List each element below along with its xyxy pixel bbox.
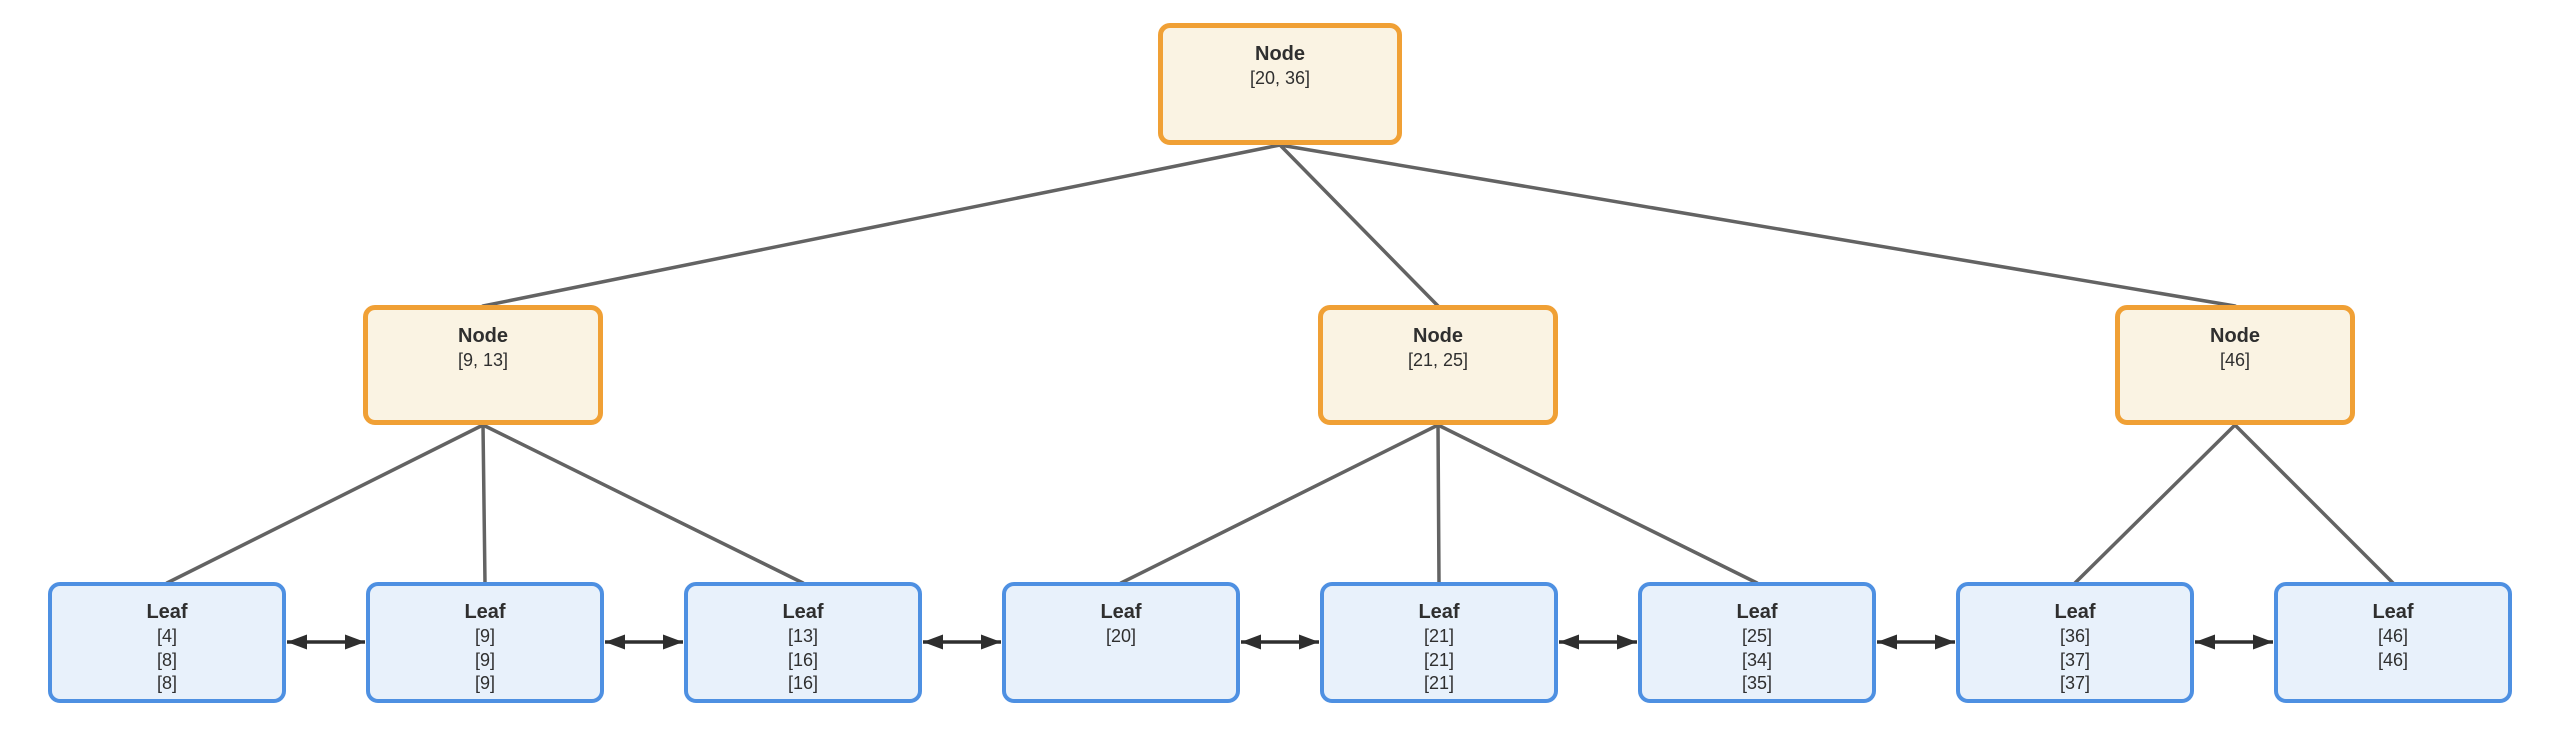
edge-root-internal3 [1278,143,2237,308]
leaf-value: [25] [1741,626,1773,646]
node-title: Node [2210,325,2260,347]
leaf-node: Leaf [36] [37] [37] [1956,582,2194,703]
leaf-title: Leaf [1418,601,1460,623]
node-keys: [46] [2219,350,2251,370]
leaf-node: Leaf [46] [46] [2274,582,2512,703]
edge-internal1-leaf2 [481,423,487,585]
internal-node: Node [9, 13] [363,305,603,425]
leaf-title: Leaf [2372,601,2414,623]
leaf-title: Leaf [146,601,188,623]
leaf-value: [16] [787,673,819,693]
leaf-value: [37] [2059,673,2091,693]
edge-internal1-leaf1 [165,423,485,585]
leaf-title: Leaf [1736,601,1778,623]
leaf-value: [13] [787,626,819,646]
leaf-value: [8] [156,649,177,670]
edge-internal3-leaf8 [2233,423,2395,585]
leaf-node: Leaf [21] [21] [21] [1320,582,1558,703]
leaf-value: [21] [1423,649,1455,670]
internal-node: Node [21, 25] [1318,305,1558,425]
edge-internal2-leaf5 [1436,423,1441,585]
leaf-value: [34] [1741,649,1773,670]
leaf-value: [4] [156,626,177,646]
edge-internal3-leaf7 [2073,423,2237,585]
leaf-value: [9] [474,649,495,670]
leaf-node: Leaf [13] [16] [16] [684,582,922,703]
edge-internal1-leaf3 [481,423,805,585]
leaf-node: Leaf [9] [9] [9] [366,582,604,703]
leaf-value: [36] [2059,626,2091,646]
root-node: Node [20, 36] [1158,23,1402,145]
node-keys: [20, 36] [1249,68,1311,88]
leaf-value: [16] [787,649,819,670]
leaf-title: Leaf [464,601,506,623]
leaf-node: Leaf [20] [1002,582,1240,703]
leaf-value: [9] [474,626,495,646]
edge-root-internal2 [1278,143,1440,308]
node-keys: [21, 25] [1407,350,1469,370]
leaf-value: [46] [2377,626,2409,646]
internal-node: Node [46] [2115,305,2355,425]
node-title: Node [1255,43,1305,65]
leaf-title: Leaf [1100,601,1142,623]
node-title: Node [458,325,508,347]
leaf-value: [21] [1423,673,1455,693]
edge-internal2-leaf4 [1119,423,1440,585]
node-keys: [9, 13] [457,350,509,370]
leaf-value: [46] [2377,649,2409,670]
leaf-title: Leaf [2054,601,2096,623]
edge-root-internal1 [481,143,1282,308]
leaf-value: [9] [474,673,495,693]
leaf-value: [35] [1741,673,1773,693]
leaf-value: [8] [156,673,177,693]
leaf-value: [21] [1423,626,1455,646]
leaf-value: [37] [2059,649,2091,670]
tree-edges [165,143,2395,585]
edge-internal2-leaf6 [1436,423,1759,585]
leaf-title: Leaf [782,601,824,623]
leaf-node: Leaf [4] [8] [8] [48,582,286,703]
node-title: Node [1413,325,1463,347]
leaf-node: Leaf [25] [34] [35] [1638,582,1876,703]
leaf-value: [20] [1105,626,1137,646]
